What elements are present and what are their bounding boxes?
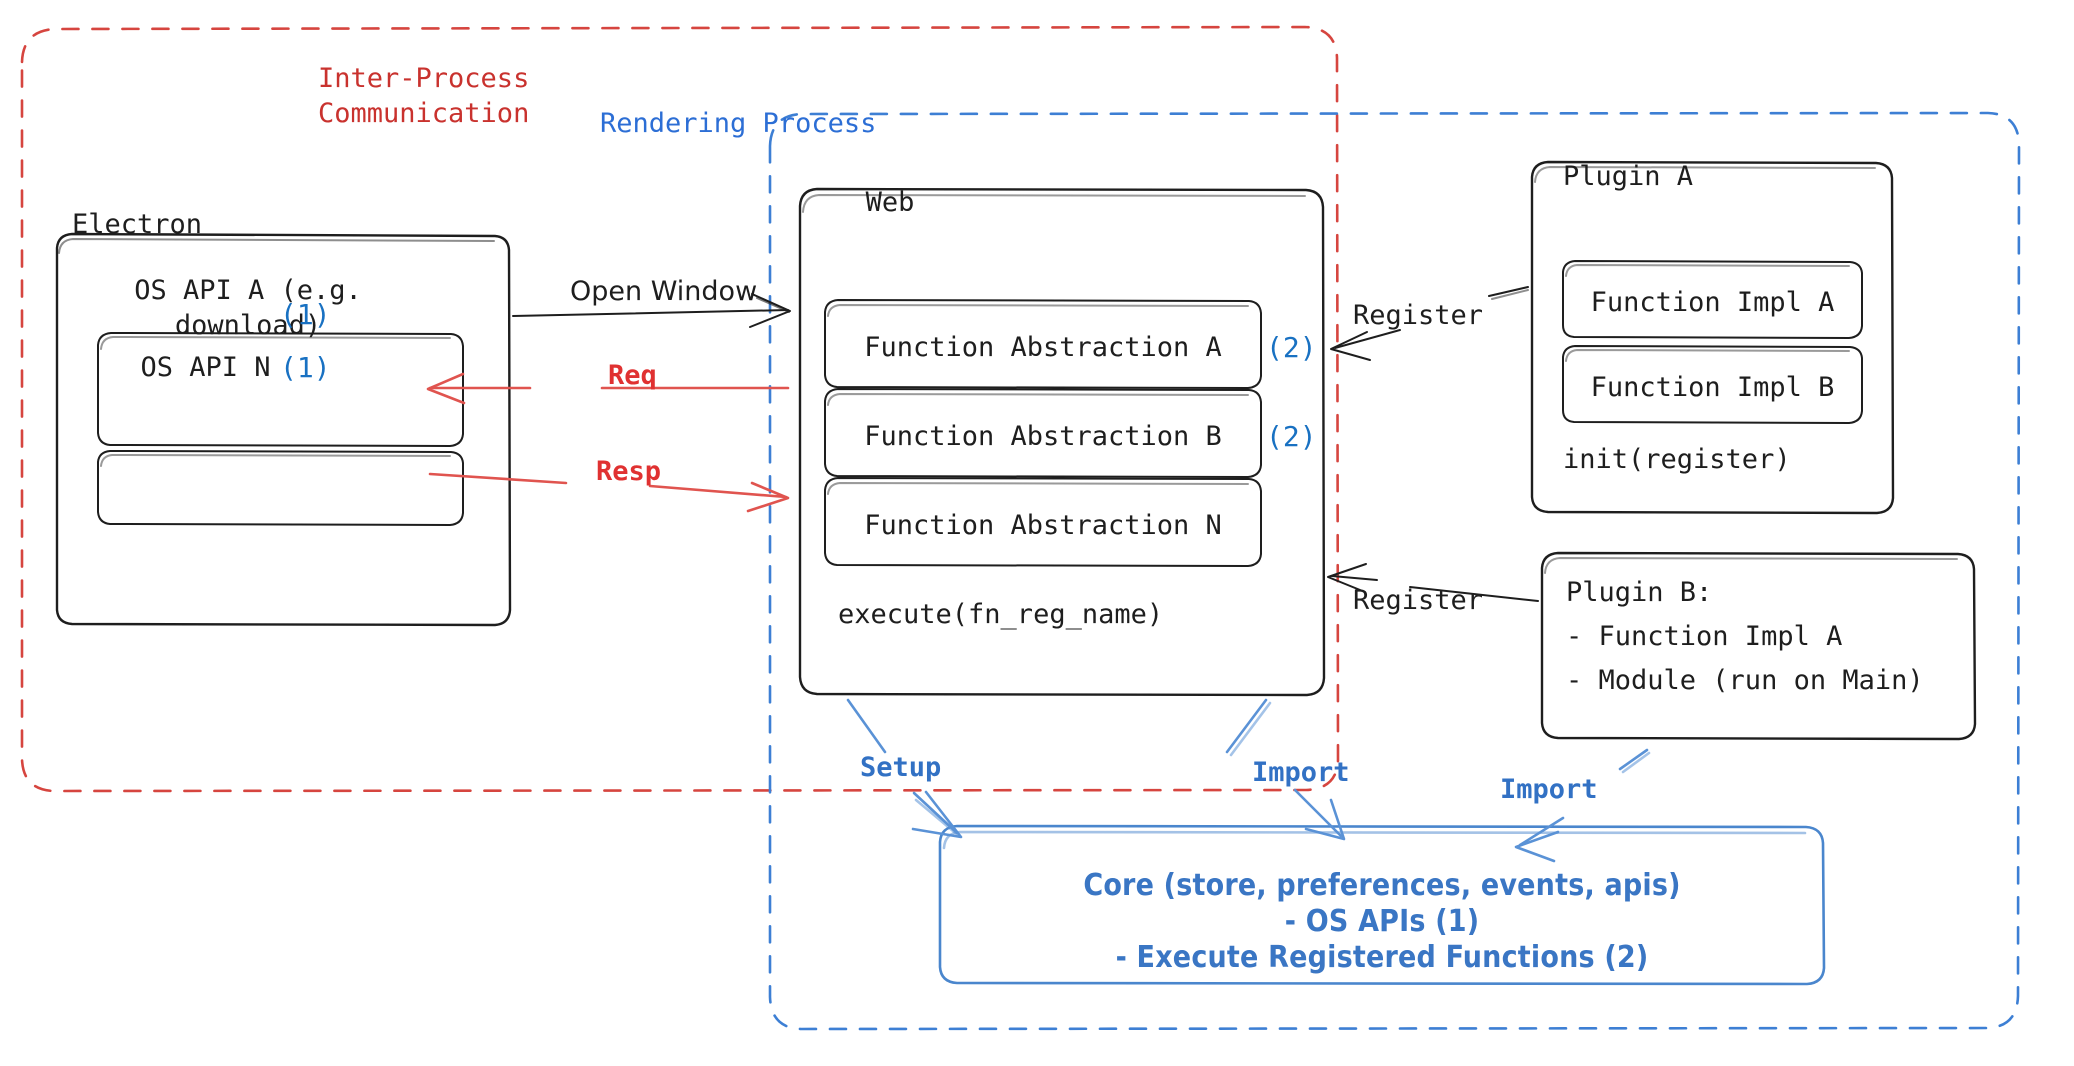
edge-label-import-web: Import: [1252, 757, 1350, 788]
function-abstraction-a-badge: (2): [1266, 331, 1317, 364]
os-api-a-label: OS API A (e.g. download): [134, 275, 362, 341]
function-abstraction-b-label: Function Abstraction B: [864, 421, 1222, 452]
edge-label-resp: Resp: [596, 456, 662, 487]
core-line-2: - Execute Registered Functions (2): [1115, 940, 1649, 975]
plugin-b-line-0: Plugin B:: [1566, 577, 1713, 608]
function-impl-b-label: Function Impl B: [1590, 372, 1835, 403]
electron-title: Electron: [72, 209, 203, 240]
os-api-a-badge: (1): [280, 298, 331, 331]
plugin-a-init-label: init(register): [1563, 444, 1791, 475]
edge-label-import-plugin-b: Import: [1500, 774, 1598, 805]
os-api-n-label: OS API N: [140, 352, 271, 383]
edge-label-req: Req: [608, 360, 657, 391]
core-line-0: Core (store, preferences, events, apis): [1083, 868, 1681, 903]
plugin-b-line-2: - Module (run on Main): [1566, 665, 1924, 696]
edge-label-setup: Setup: [860, 752, 942, 783]
os-api-n-badge: (1): [280, 351, 331, 384]
plugin-b-line-1: - Function Impl A: [1566, 621, 1843, 652]
edge-label-open-window: Open Window: [570, 276, 758, 307]
function-abstraction-n-label: Function Abstraction N: [864, 510, 1222, 541]
edge-label-register-plugin-b: Register: [1353, 585, 1484, 616]
function-abstraction-b-badge: (2): [1266, 420, 1317, 453]
function-abstraction-a-label: Function Abstraction A: [864, 332, 1222, 363]
function-impl-a-label: Function Impl A: [1590, 287, 1835, 318]
ipc-container-label: Inter-Process Communication: [318, 63, 530, 129]
edge-label-register-plugin-a: Register: [1353, 300, 1484, 331]
core-line-1: - OS APIs (1): [1284, 904, 1480, 939]
rendering-process-container-label: Rendering Process: [600, 108, 877, 139]
web-execute-label: execute(fn_reg_name): [838, 599, 1164, 630]
plugin-a-title: Plugin A: [1563, 161, 1694, 192]
web-title: Web: [865, 187, 915, 218]
ipc-container-outline: [20, 25, 1340, 793]
